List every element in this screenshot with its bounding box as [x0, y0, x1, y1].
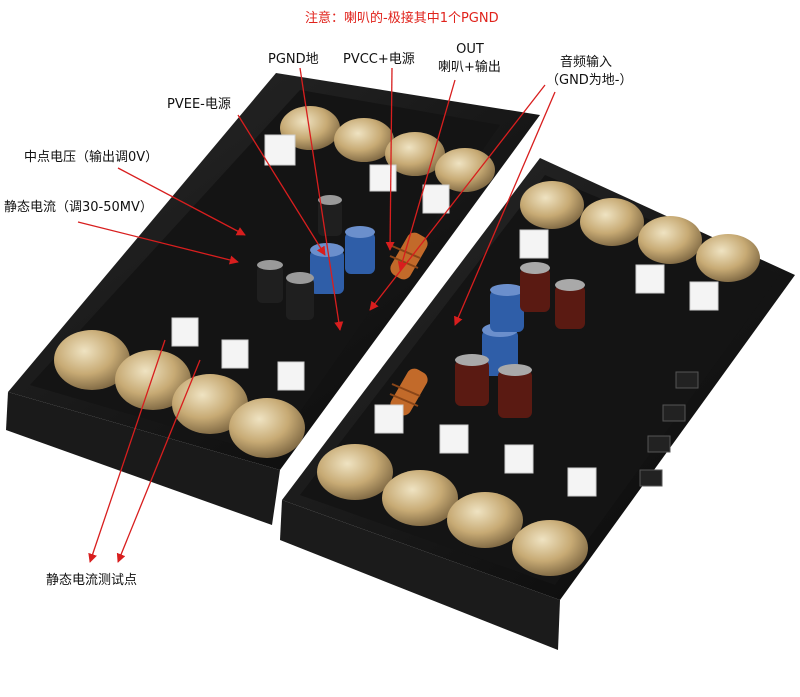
- label-test-point: 静态电流测试点: [46, 573, 138, 588]
- right-transistor-row-front: [317, 444, 588, 576]
- label-pvee: PVEE-电源: [167, 97, 231, 112]
- label-pgnd: PGND地: [268, 52, 319, 67]
- arrow-audio-a: [454, 91, 556, 326]
- arrow-midpoint: [117, 167, 246, 236]
- label-audio-in: 音频输入: [560, 55, 613, 70]
- warning-note: 注意：喇叭的-极接其中1个PGND: [305, 11, 499, 26]
- label-quiescent-current: 静态电流（调30-50MV）: [4, 200, 153, 215]
- right-capacitors: [455, 262, 585, 418]
- left-heatsink-edge: [6, 392, 280, 525]
- right-output-inductor: [389, 368, 428, 416]
- label-pvcc: PVCC+电源: [343, 52, 415, 67]
- arrow-pvcc: [385, 67, 395, 251]
- left-capacitors: [257, 195, 375, 320]
- arrow-audio-b: [369, 84, 546, 311]
- label-out: OUT: [456, 42, 484, 57]
- pointer-arrows: [77, 67, 556, 563]
- arrow-pvee: [237, 114, 326, 256]
- right-heatsink-edge: [280, 500, 560, 650]
- arrow-pgnd: [299, 67, 344, 331]
- left-transistor-row-front: [54, 330, 305, 458]
- white-resistors: [171, 134, 719, 497]
- label-audio-ground: （GND为地-）: [546, 73, 633, 88]
- arrow-out: [397, 79, 456, 271]
- label-speaker-out: 喇叭+输出: [438, 60, 501, 75]
- label-midpoint-voltage: 中点电压（输出调0V）: [24, 150, 159, 165]
- small-transistors: [639, 371, 699, 487]
- right-transistor-row-back: [520, 181, 760, 282]
- arrow-testpoint-b: [116, 359, 201, 563]
- arrow-quiescent: [77, 221, 239, 265]
- arrow-testpoint-a: [88, 339, 166, 563]
